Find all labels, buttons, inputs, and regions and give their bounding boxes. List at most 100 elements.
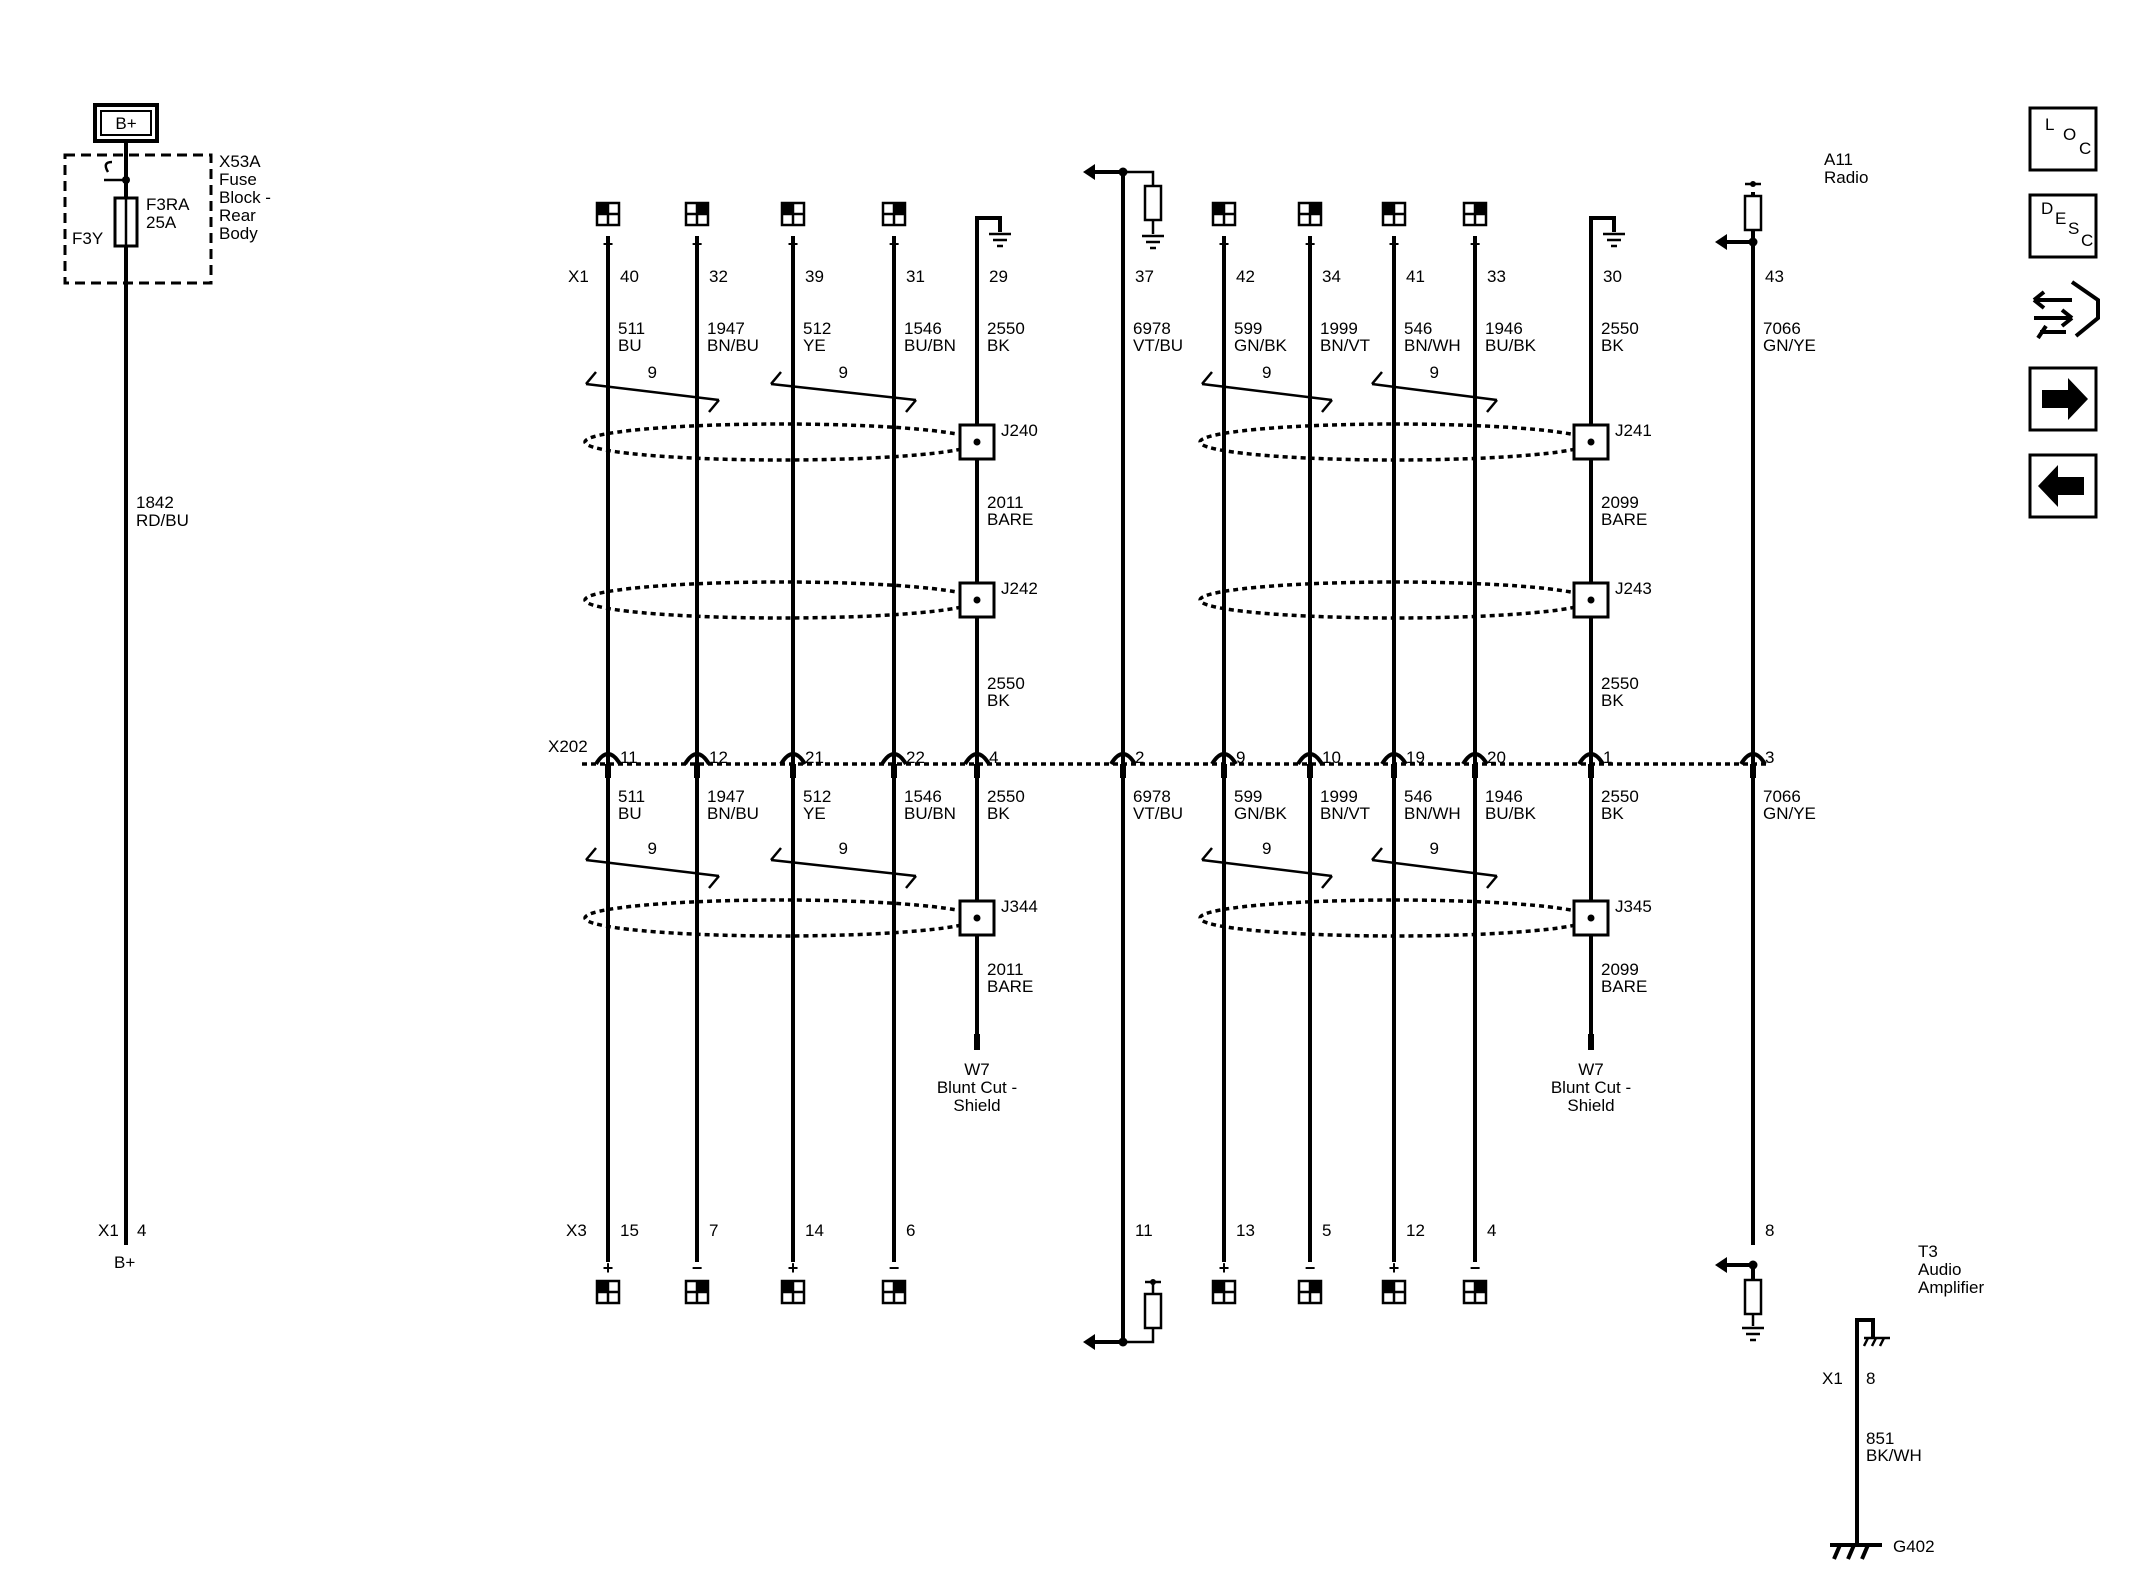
splice-label: J243: [1615, 579, 1652, 598]
radio-terminal-icon: [684, 201, 710, 227]
description-letter: C: [2081, 231, 2093, 250]
arrow-left-icon: [1083, 1334, 1095, 1350]
shield-j344: J344: [583, 897, 1038, 938]
terminal-fill: [1475, 203, 1486, 214]
amplifier-terminal-icon: [595, 1279, 621, 1305]
x202-pin-label: 9: [1236, 748, 1245, 767]
amplifier-name-line: Amplifier: [1918, 1278, 1984, 1297]
radio-name-line: A11: [1824, 150, 1853, 169]
wire-circuit-bottom: 1999: [1320, 787, 1358, 806]
splice-node: [973, 914, 981, 922]
wire-color-bottom: GN/BK: [1234, 804, 1288, 823]
previous-page-button[interactable]: [2028, 453, 2098, 519]
radio-pin-label: 33: [1487, 267, 1506, 286]
fuse-id-label: F3Y: [72, 229, 103, 248]
drain-color: BARE: [987, 510, 1033, 529]
wire-circuit-bottom: 1947: [707, 787, 745, 806]
amplifier-polarity: +: [1219, 1258, 1230, 1278]
twist-line: [1201, 858, 1333, 878]
x202-pin-mark: [694, 764, 700, 778]
connector-plug-icon: [2036, 280, 2100, 340]
drain-color-lower: BARE: [987, 977, 1033, 996]
radio-terminal-icon: [881, 201, 907, 227]
twisted-pair-top: 9: [1201, 363, 1333, 413]
splice-node: [1587, 914, 1595, 922]
fuse-block-name-line: X53A: [219, 152, 261, 171]
terminal-fill: [894, 203, 905, 214]
amplifier-resistor-lead: [1123, 1328, 1155, 1344]
terminal-fill: [894, 1281, 905, 1292]
twist-count-label: 9: [648, 839, 657, 858]
shield-ellipse: [583, 422, 979, 462]
twist-line: [585, 382, 720, 402]
x202-pin-label: 10: [1322, 748, 1341, 767]
x202-connector-mark: [1210, 752, 1238, 766]
next-page-button[interactable]: [2028, 366, 2098, 432]
x202-pin-label: 3: [1765, 748, 1774, 767]
resistor-body: [1743, 1278, 1763, 1316]
twist-tick: [585, 371, 597, 385]
twisted-pair-top: 9: [770, 363, 917, 413]
amplifier-amp-feed-ground-icon: [1742, 1326, 1764, 1342]
location-button[interactable]: LOC: [2028, 106, 2098, 172]
wire-color-top: VT/BU: [1133, 336, 1183, 355]
amplifier-terminal-icon: [1211, 1279, 1237, 1305]
amplifier-pin-label: 14: [805, 1221, 824, 1240]
wire-circuit-top: 599: [1234, 319, 1262, 338]
twisted-pair-bottom: 9: [585, 839, 720, 889]
wire-circuit-top: 546: [1404, 319, 1432, 338]
splice-label: J345: [1615, 897, 1652, 916]
terminal-fill: [597, 203, 608, 214]
amplifier-resistor-icon: [1143, 1292, 1163, 1330]
twist-line: [770, 382, 917, 402]
description-letter: D: [2041, 199, 2053, 218]
arrow-left-icon: [1715, 1257, 1727, 1273]
terminal-fill: [1475, 1281, 1486, 1292]
twist-tick: [1371, 371, 1383, 385]
twist-tick: [708, 875, 720, 889]
amplifier-power-connector-label: X1: [98, 1221, 119, 1240]
twisted-pair-top: 9: [1371, 363, 1498, 413]
terminal-fill: [1310, 203, 1321, 214]
feed-wire-color: RD/BU: [136, 511, 189, 530]
ground-name: G402: [1893, 1537, 1935, 1556]
amplifier-polarity: −: [1305, 1258, 1316, 1278]
splice-node: [1587, 438, 1595, 446]
amplifier-polarity: +: [1389, 1258, 1400, 1278]
amplifier-pin-label: 11: [1135, 1221, 1153, 1240]
splice-label: J241: [1615, 421, 1652, 440]
description-button-frame: [2028, 193, 2098, 259]
x202-pin-mark: [1307, 764, 1313, 778]
twist-tick: [1371, 847, 1383, 861]
splice-node: [973, 596, 981, 604]
wire-color-top: BU/BK: [1485, 336, 1537, 355]
x202-connector-mark: [1577, 752, 1605, 766]
amplifier-power-pin: 4: [137, 1221, 146, 1240]
amplifier-amp-feed-resistor-icon: [1743, 1278, 1763, 1316]
wire-color-top: BK: [1601, 336, 1624, 355]
wire-circuit-top: 1947: [707, 319, 745, 338]
wire-circuit-bottom: 2550: [1601, 787, 1639, 806]
blunt-cut-end: [1588, 1034, 1594, 1050]
x202-pin-label: 4: [989, 748, 998, 767]
arrow-left-icon: [1083, 164, 1095, 180]
wire-circuit-bottom: 2550: [987, 787, 1025, 806]
radio-pin-label: 39: [805, 267, 824, 286]
wire-circuit-top: 7066: [1763, 319, 1801, 338]
connector-view-button[interactable]: [2032, 280, 2100, 340]
terminal-fill: [1310, 1281, 1321, 1292]
twist-count-label: 9: [1430, 363, 1439, 382]
radio-pin-label: 31: [906, 267, 925, 286]
ground-pin-label: 8: [1866, 1369, 1875, 1388]
amplifier-terminal-icon: [1462, 1279, 1488, 1305]
drain-circuit-mid: 2550: [987, 674, 1025, 693]
twist-tick: [708, 399, 720, 413]
blunt-cut-label: Shield: [1567, 1096, 1614, 1115]
twist-line: [1201, 382, 1333, 402]
location-letter: L: [2045, 115, 2054, 134]
